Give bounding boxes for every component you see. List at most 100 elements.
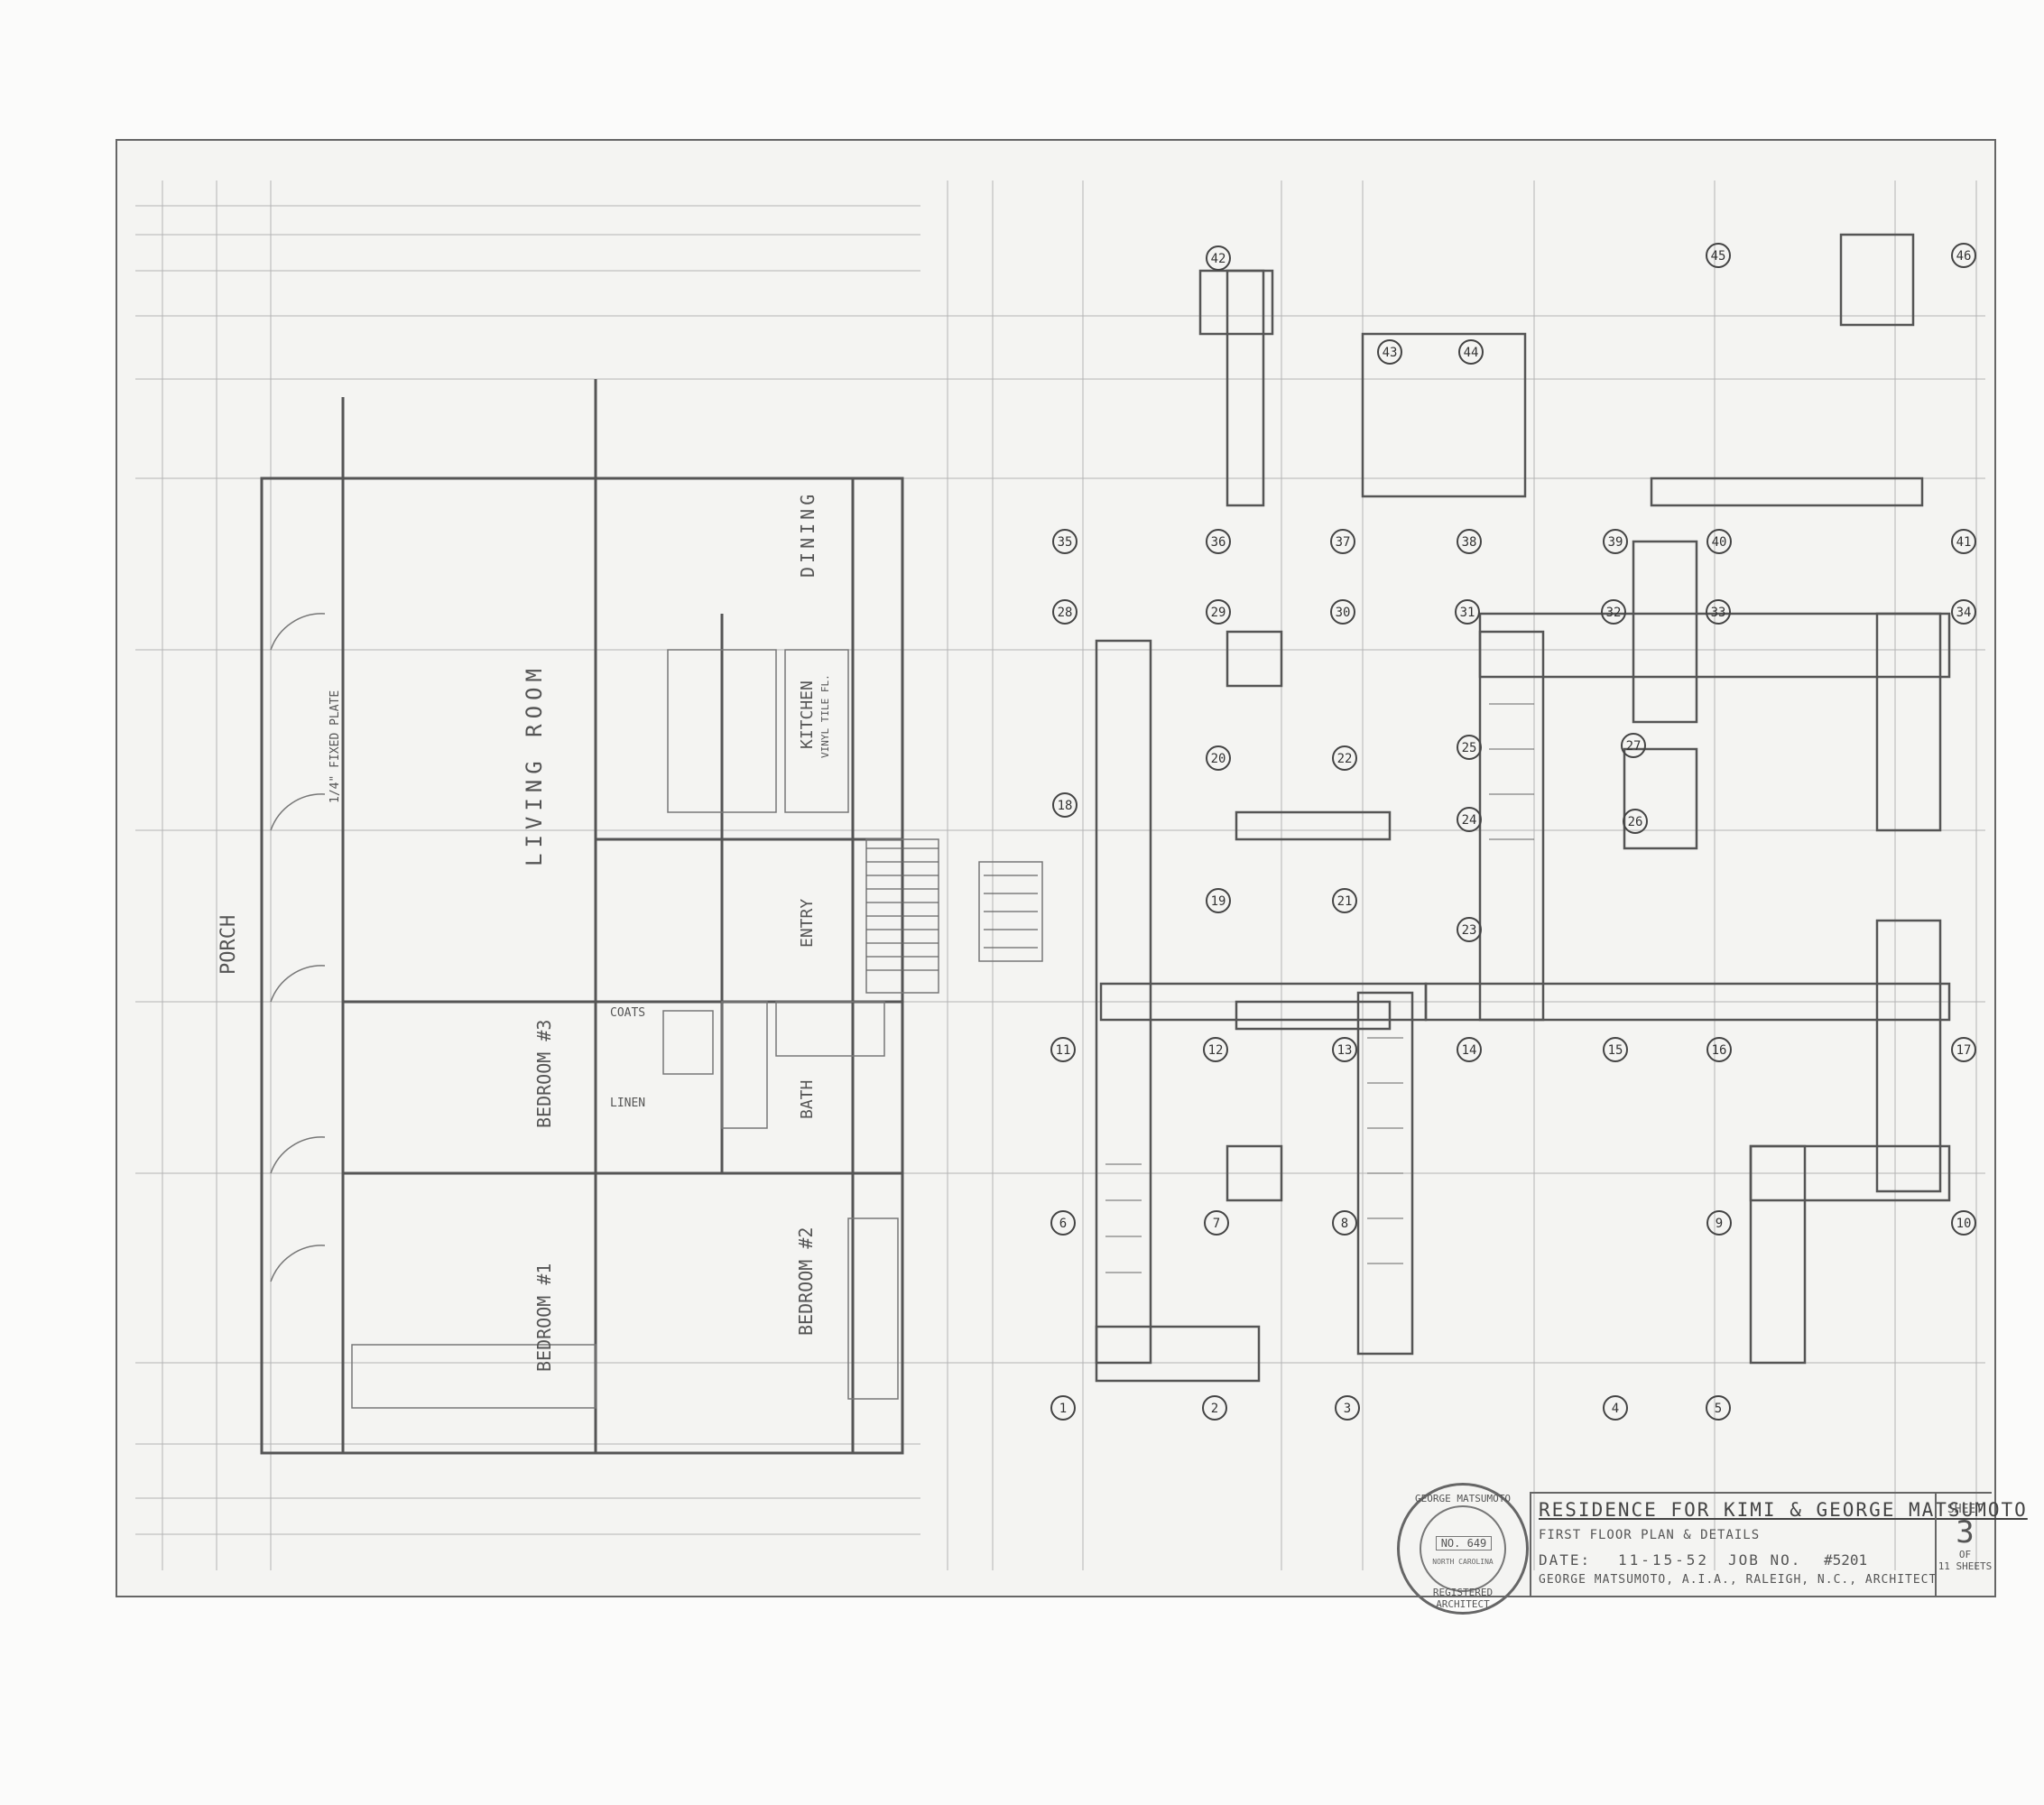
svg-text:9: 9 <box>1716 1217 1723 1231</box>
svg-text:37: 37 <box>1336 535 1351 550</box>
callout-45: 45 <box>1706 243 1731 268</box>
room-coats: COATS <box>610 1006 645 1020</box>
callout-44: 44 <box>1458 339 1484 365</box>
svg-text:42: 42 <box>1211 252 1226 266</box>
callout-46: 46 <box>1951 243 1976 268</box>
callout-43: 43 <box>1377 339 1402 365</box>
svg-text:31: 31 <box>1460 606 1475 620</box>
callout-8: 8 <box>1332 1210 1357 1236</box>
sheet-of-label: OF <box>1958 1549 1972 1560</box>
callout-1: 1 <box>1050 1395 1076 1421</box>
seal-registered: REGISTERED ARCHITECT <box>1432 1587 1494 1610</box>
svg-text:35: 35 <box>1058 535 1073 550</box>
svg-text:41: 41 <box>1956 535 1972 550</box>
callout-25: 25 <box>1457 735 1482 760</box>
svg-text:17: 17 <box>1956 1043 1972 1058</box>
callout-23: 23 <box>1457 917 1482 942</box>
svg-text:38: 38 <box>1462 535 1477 550</box>
callout-27: 27 <box>1621 733 1646 758</box>
callout-18: 18 <box>1052 792 1077 818</box>
room-bath: BATH <box>798 1080 817 1119</box>
architect-line: GEORGE MATSUMOTO, A.I.A., RALEIGH, N.C.,… <box>1539 1573 1938 1587</box>
svg-text:10: 10 <box>1956 1217 1972 1231</box>
svg-text:27: 27 <box>1626 739 1642 754</box>
callout-17: 17 <box>1951 1037 1976 1062</box>
svg-text:28: 28 <box>1058 606 1073 620</box>
callout-41: 41 <box>1951 529 1976 554</box>
dimension-lines <box>135 180 1985 1570</box>
svg-text:26: 26 <box>1628 815 1643 829</box>
callout-42: 42 <box>1206 245 1231 271</box>
callout-36: 36 <box>1206 529 1231 554</box>
seal-state: NORTH CAROLINA <box>1432 1558 1494 1566</box>
svg-text:16: 16 <box>1712 1043 1727 1058</box>
title-block: RESIDENCE FOR KIMI & GEORGE MATSUMOTO FI… <box>1530 1492 2026 1596</box>
room-bedroom1: BEDROOM #1 <box>533 1264 555 1372</box>
callout-15: 15 <box>1603 1037 1628 1062</box>
svg-text:19: 19 <box>1211 894 1226 909</box>
svg-text:1: 1 <box>1059 1402 1067 1416</box>
svg-text:7: 7 <box>1213 1217 1220 1231</box>
callout-11: 11 <box>1050 1037 1076 1062</box>
svg-text:15: 15 <box>1608 1043 1623 1058</box>
sheet-label: SHEET <box>1947 1503 1984 1516</box>
callout-2: 2 <box>1202 1395 1227 1421</box>
drawing-sheet <box>116 139 1996 1597</box>
architect-seal: GEORGE MATSUMOTO NO. 649 NORTH CAROLINA … <box>1397 1483 1529 1615</box>
svg-text:30: 30 <box>1336 606 1351 620</box>
svg-text:34: 34 <box>1956 606 1972 620</box>
svg-text:13: 13 <box>1337 1043 1353 1058</box>
sheet-box: SHEET 3 OF 11 SHEETS <box>1935 1494 1993 1596</box>
drawing-subtitle: FIRST FLOOR PLAN & DETAILS <box>1539 1528 1761 1542</box>
callout-3: 3 <box>1335 1395 1360 1421</box>
svg-text:22: 22 <box>1337 752 1353 766</box>
room-living-room: LIVING ROOM <box>522 663 547 866</box>
callout-21: 21 <box>1332 888 1357 913</box>
callout-12: 12 <box>1203 1037 1228 1062</box>
room-bedroom3: BEDROOM #3 <box>533 1020 555 1128</box>
callout-20: 20 <box>1206 745 1231 771</box>
svg-text:44: 44 <box>1464 346 1479 360</box>
callout-37: 37 <box>1330 529 1355 554</box>
callout-33: 33 <box>1706 599 1731 625</box>
svg-text:8: 8 <box>1341 1217 1348 1231</box>
callout-35: 35 <box>1052 529 1077 554</box>
callout-7: 7 <box>1204 1210 1229 1236</box>
svg-text:20: 20 <box>1211 752 1226 766</box>
callout-38: 38 <box>1457 529 1482 554</box>
callout-9: 9 <box>1706 1210 1732 1236</box>
svg-text:14: 14 <box>1462 1043 1477 1058</box>
callout-30: 30 <box>1330 599 1355 625</box>
svg-text:2: 2 <box>1211 1402 1218 1416</box>
svg-text:23: 23 <box>1462 923 1477 938</box>
callout-13: 13 <box>1332 1037 1357 1062</box>
callout-16: 16 <box>1706 1037 1732 1062</box>
doors-and-fixtures <box>270 613 1043 1409</box>
svg-text:24: 24 <box>1462 813 1477 828</box>
svg-text:32: 32 <box>1606 606 1622 620</box>
room-kitchen: KITCHEN <box>798 680 817 749</box>
callout-4: 4 <box>1603 1395 1628 1421</box>
drawing-title: RESIDENCE FOR KIMI & GEORGE MATSUMOTO <box>1539 1499 2028 1521</box>
callout-39: 39 <box>1603 529 1628 554</box>
room-porch: PORCH <box>217 915 240 975</box>
structural-details <box>1095 233 1951 1383</box>
drawing-date: 11-15-52 <box>1618 1551 1710 1569</box>
job-number: #5201 <box>1824 1551 1868 1569</box>
seal-number: NO. 649 <box>1436 1536 1492 1550</box>
detail-callouts: 1 2 3 4 5 6 7 8 9 10 11 12 13 14 15 16 1… <box>1050 243 1976 1421</box>
job-label: JOB NO. <box>1728 1551 1802 1569</box>
svg-text:36: 36 <box>1211 535 1226 550</box>
room-bedroom2: BEDROOM #2 <box>795 1227 817 1336</box>
note-fixed-plate: 1/4" FIXED PLATE <box>328 690 342 803</box>
svg-text:25: 25 <box>1462 741 1477 755</box>
sheet-total: 11 SHEETS <box>1938 1560 1993 1572</box>
svg-text:3: 3 <box>1344 1402 1351 1416</box>
svg-text:45: 45 <box>1711 249 1726 264</box>
callout-34: 34 <box>1951 599 1976 625</box>
callout-31: 31 <box>1455 599 1480 625</box>
svg-text:18: 18 <box>1058 799 1073 813</box>
callout-19: 19 <box>1206 888 1231 913</box>
seal-name: GEORGE MATSUMOTO <box>1415 1493 1511 1504</box>
